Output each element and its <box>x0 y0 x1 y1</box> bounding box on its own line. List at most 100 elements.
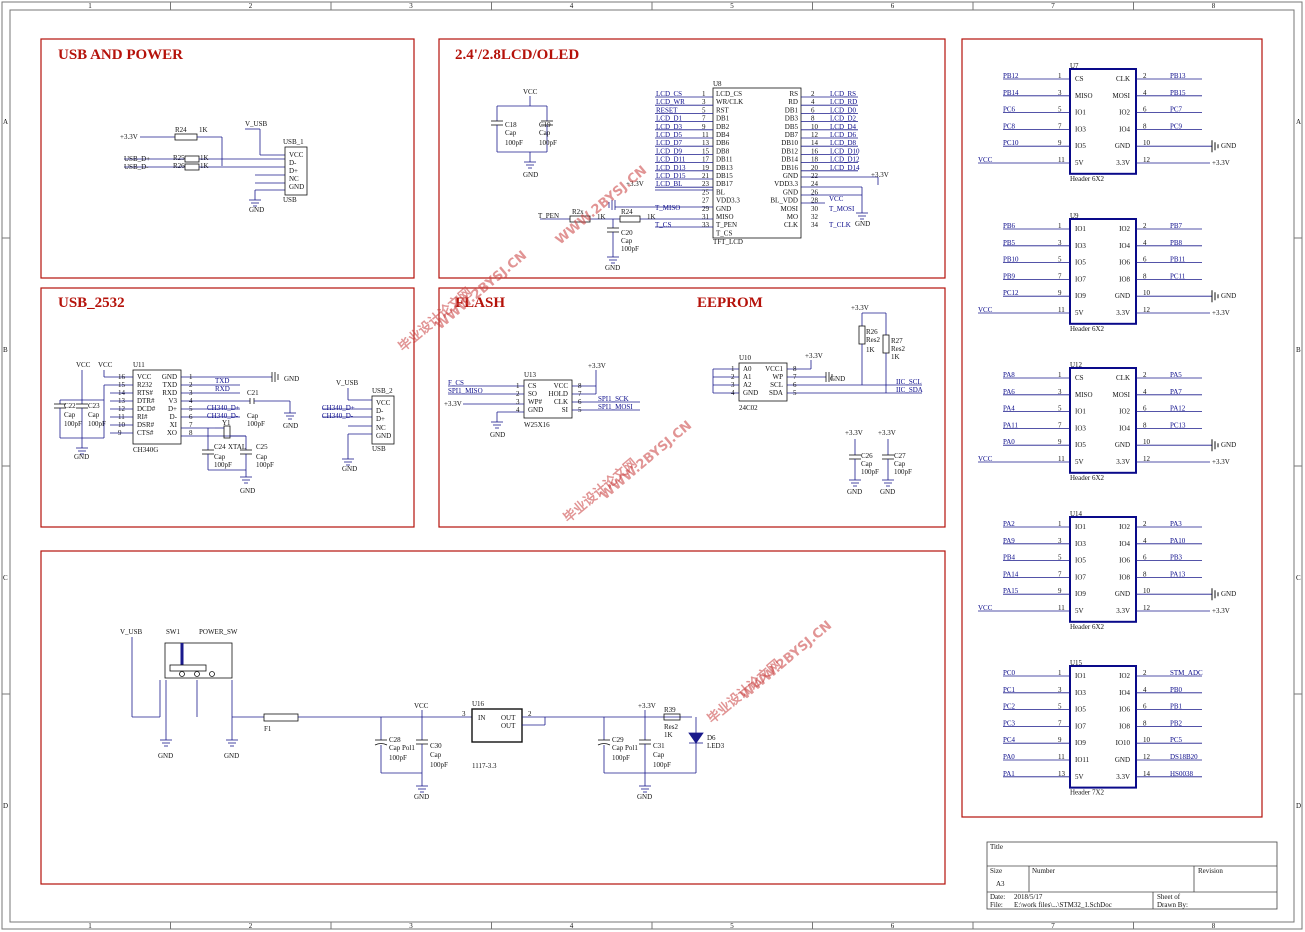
header-right-net: +3.3V <box>1212 309 1230 317</box>
lcd-right-net: LCD_D4 <box>830 123 857 131</box>
header-left-pin-name: MISO <box>1075 92 1093 100</box>
u16-pin-in: 3 <box>462 710 466 718</box>
header-right-pin-name: IO2 <box>1119 109 1130 117</box>
lcd-left-pin-name: MISO <box>716 213 734 221</box>
watermark-url-4: WWW.2BYSJ.CN <box>553 163 650 248</box>
c23-val: 100pF <box>88 420 106 428</box>
ruler-col-bottom: 7 <box>1051 922 1055 930</box>
lcd-right-net: LCD_D14 <box>830 164 860 172</box>
net-t-miso: T_MISO <box>655 204 680 212</box>
lcd-left-net: LCD_D5 <box>656 131 683 139</box>
r2x-ref: R2x <box>572 208 584 216</box>
header-left-pin-num: 3 <box>1058 89 1062 97</box>
lcd-right-net: LCD_RD <box>830 98 857 106</box>
lcd-left-pin-name: RST <box>716 106 730 114</box>
header-right-pin-name: 3.3V <box>1116 159 1130 167</box>
lcd-left-pin-name: DB6 <box>716 139 730 147</box>
header-body <box>1069 367 1137 474</box>
ruler-row-left: B <box>3 346 8 354</box>
tb-file: File: <box>990 901 1003 909</box>
c28-ref: C28 <box>389 736 401 744</box>
lcd-left-net: LCD_D11 <box>656 156 686 164</box>
net-spi-mosi: SPI1_MOSI <box>598 403 633 411</box>
lcd-right-pin-num: 16 <box>811 147 819 155</box>
header-left-pin-name: MISO <box>1075 391 1093 399</box>
c23-ref: C23 <box>88 402 100 410</box>
usb1-pin4: NC <box>289 175 299 183</box>
header-left-pin-name: IO9 <box>1075 590 1086 598</box>
flash-right-pin-num: 8 <box>578 382 582 390</box>
lcd-right-net: LCD_D8 <box>830 139 857 147</box>
r2y-val: 1K <box>647 213 656 221</box>
lcd-3v3-right: +3.3V <box>871 171 889 179</box>
pwr-v-usb: V_USB <box>120 628 143 636</box>
flash-left-pin-num: 2 <box>516 390 520 398</box>
header-right-net: PC11 <box>1170 272 1186 280</box>
header-right-pin-num: 10 <box>1143 736 1151 744</box>
header-left-pin-num: 1 <box>1058 222 1062 230</box>
header-right-net: PC9 <box>1170 122 1183 130</box>
header-ref: U15 <box>1070 659 1083 667</box>
ch340-right-pin-name: XO <box>167 429 177 437</box>
header-left-net: PB14 <box>1003 89 1019 97</box>
u8-name: TFT_LCD <box>713 238 743 246</box>
header-left-pin-name: IO7 <box>1075 722 1086 730</box>
net-t-pen: T_PEN <box>538 212 559 220</box>
lcd-left-net: LCD_D3 <box>656 123 683 131</box>
lcd-left-pin-name: DB8 <box>716 147 730 155</box>
c30-cap: Cap <box>430 751 442 759</box>
ee-3v3-a: +3.3V <box>805 352 823 360</box>
header-left-net: PC6 <box>1003 106 1016 114</box>
header-right-pin-name: IO4 <box>1119 424 1130 432</box>
u11-name: CH340G <box>133 446 158 454</box>
header-body <box>1069 68 1137 175</box>
ch-vcc-2: VCC <box>98 361 113 369</box>
ch-gnd-left: GND <box>74 453 89 461</box>
header-left-pin-num: 3 <box>1058 388 1062 396</box>
net-spi-sck: SPI1_SCK <box>598 395 629 403</box>
lcd-left-pin-num: 27 <box>702 197 710 205</box>
lcd-left-pin-num: 1 <box>702 90 706 98</box>
header-right-pin-name: 3.3V <box>1116 309 1130 317</box>
u10-name: 24C02 <box>739 404 758 412</box>
header-right-pin-num: 6 <box>1143 106 1147 114</box>
header-right-pin-name: IO2 <box>1119 408 1130 416</box>
lcd-left-pin-name: GND <box>716 205 731 213</box>
header-right-pin-name: GND <box>1115 142 1130 150</box>
flash-left-pin-name: SO <box>528 390 537 398</box>
header-left-net: PA0 <box>1003 438 1015 446</box>
u8-ref: U8 <box>713 80 722 88</box>
usb2532-circuit <box>54 369 395 484</box>
header-right-pin-num: 4 <box>1143 239 1147 247</box>
r27-ref: R27 <box>891 337 903 345</box>
c20-gnd: GND <box>605 264 620 272</box>
lcd-left-net: LCD_D9 <box>656 147 683 155</box>
c27-val: 100pF <box>894 468 912 476</box>
header-left-pin-num: 11 <box>1058 306 1065 314</box>
tb-file-val: E:\work files\...\STM32_1.SchDoc <box>1014 901 1112 909</box>
header-left-pin-num: 1 <box>1058 669 1062 677</box>
header-right-net: PC5 <box>1170 736 1183 744</box>
lcd-left-net: LCD_D13 <box>656 164 686 172</box>
c29-ref: C29 <box>612 736 624 744</box>
r2y-ref: R24 <box>621 208 633 216</box>
usb1-pin2: D- <box>289 159 297 167</box>
ruler-col-top: 6 <box>891 2 895 10</box>
ruler-col-bottom: 4 <box>570 922 574 930</box>
c28-val: 100pF <box>389 754 407 762</box>
header-right-pin-name: IO2 <box>1119 523 1130 531</box>
header-ref: U14 <box>1070 510 1083 518</box>
section-title-eeprom: EEPROM <box>697 295 763 311</box>
r26-res: Res2 <box>866 336 881 344</box>
eeprom-left-pin-num: 1 <box>731 365 735 373</box>
c23-cap: Cap <box>88 411 100 419</box>
r39-res: Res2 <box>664 723 679 731</box>
lcd-right-pin-name: CLK <box>784 221 798 229</box>
flash-left-pin-num: 4 <box>516 406 520 414</box>
usb1-pin1: VCC <box>289 151 304 159</box>
lcd-left-pin-name: WR/CLK <box>716 98 743 106</box>
lcd-left-net: LCD_D1 <box>656 115 683 123</box>
header-right-pin-name: IO6 <box>1119 557 1130 565</box>
header-right-pin-name: IO8 <box>1119 573 1130 581</box>
